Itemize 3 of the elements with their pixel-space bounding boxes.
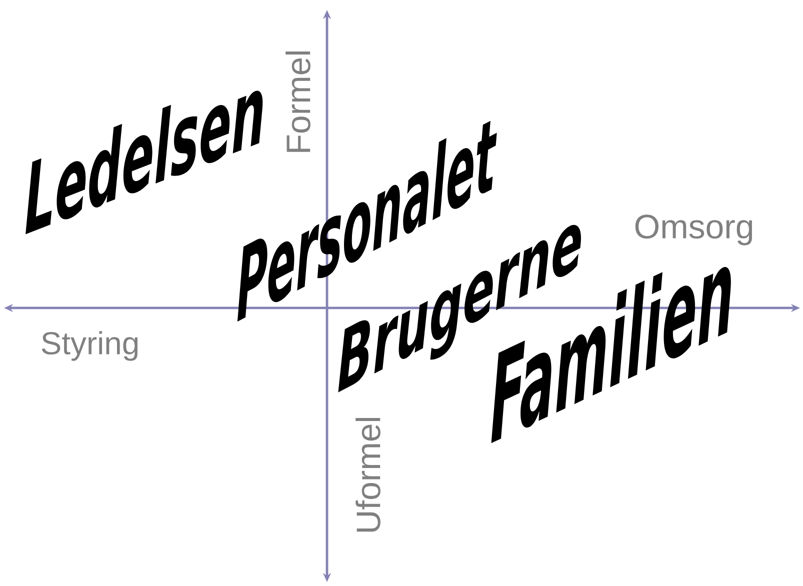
- axis-label: Styring: [42, 331, 138, 361]
- axis-label: Omsorg: [635, 214, 752, 246]
- axis-label: Uformel: [356, 418, 380, 532]
